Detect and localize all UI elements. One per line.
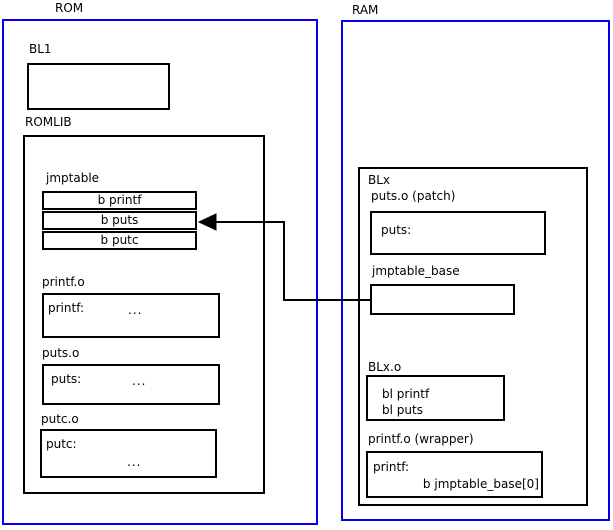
puts-body-ellipsis: ...	[132, 374, 147, 388]
puts-o-label: puts.o	[42, 346, 80, 360]
putc-o-label: putc.o	[41, 412, 79, 426]
blx-o-label: BLx.o	[368, 360, 402, 374]
jmptable-rows: b printf b puts b putc	[42, 191, 197, 251]
puts-patch-label: puts.o (patch)	[371, 189, 456, 203]
putc-body-ellipsis: ...	[127, 455, 142, 469]
puts-patch-symbol: puts:	[381, 223, 412, 237]
romlib-label: ROMLIB	[25, 115, 72, 129]
putc-o-box: putc: ...	[40, 429, 217, 478]
printf-body-ellipsis: ...	[128, 303, 143, 317]
jmptable-row-printf: b printf	[42, 191, 197, 210]
ram-region-title: RAM	[352, 3, 379, 17]
printf-wrapper-box: printf: b jmptable_base[0]	[366, 451, 543, 498]
puts-symbol: puts:	[51, 372, 82, 386]
jmptable-row-puts: b puts	[42, 211, 197, 230]
bl1-label: BL1	[29, 42, 52, 56]
printf-wrapper-body: b jmptable_base[0]	[422, 477, 539, 491]
printf-symbol: printf:	[48, 301, 85, 315]
jmptable-base-box	[370, 284, 515, 315]
printf-wrapper-label: printf.o (wrapper)	[368, 432, 474, 446]
jmptable-label: jmptable	[46, 171, 100, 185]
printf-o-box: printf: ...	[42, 293, 220, 338]
bl1-box	[27, 63, 170, 110]
blx-o-line-bl-puts: bl puts	[382, 403, 423, 417]
jmptable-row-putc: b putc	[42, 231, 197, 250]
printf-wrapper-symbol: printf:	[373, 460, 410, 474]
blx-o-box: bl printf bl puts	[366, 375, 505, 421]
blx-o-line-bl-printf: bl printf	[382, 387, 430, 401]
printf-o-label: printf.o	[42, 275, 85, 289]
putc-symbol: putc:	[46, 437, 77, 451]
rom-region-title: ROM	[55, 1, 84, 15]
blx-box	[358, 167, 588, 506]
puts-patch-box: puts:	[370, 211, 546, 255]
puts-o-box: puts: ...	[42, 364, 220, 405]
blx-label: BLx	[368, 173, 391, 187]
jmptable-base-label: jmptable_base	[372, 264, 460, 278]
